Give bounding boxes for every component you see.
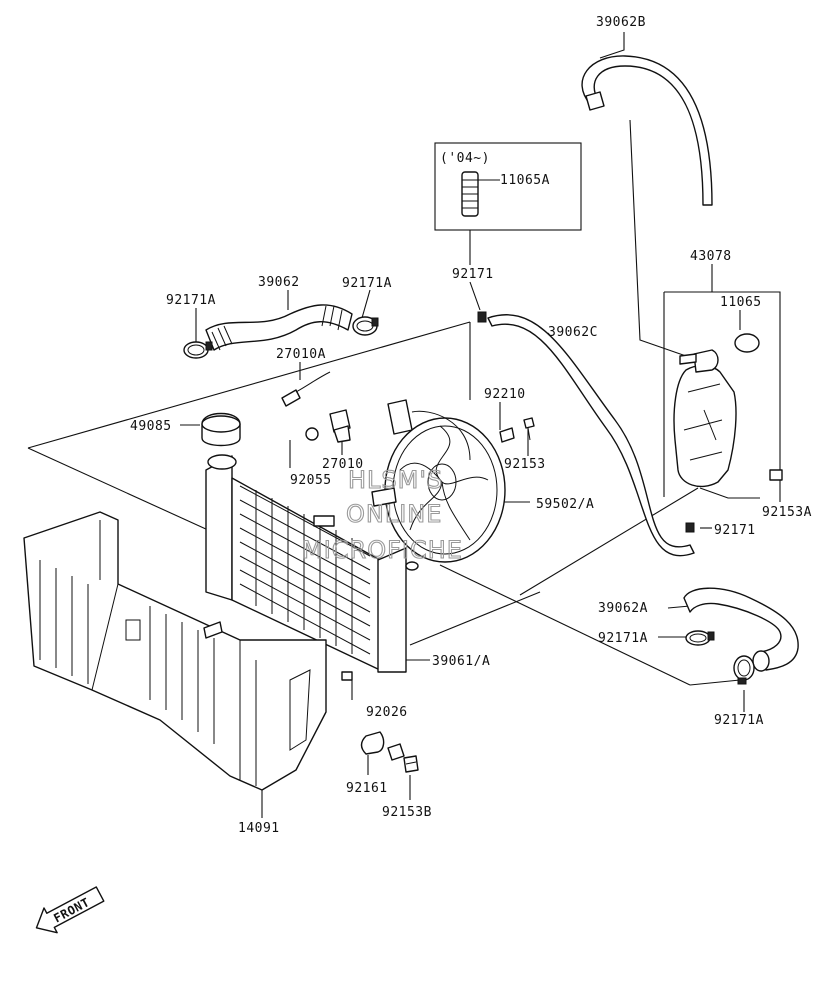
label-92153B: 92153B (382, 805, 432, 820)
label-39061A: 39061/A (432, 654, 490, 669)
label-92171-top: 92171 (452, 267, 494, 282)
shroud-14091 (23, 511, 327, 791)
label-27010A: 27010A (276, 347, 326, 362)
bolt-92153 (523, 417, 535, 441)
front-arrow-icon: FRONT (35, 886, 105, 934)
fan-59502A (371, 399, 506, 563)
label-92171A-bottom: 92171A (714, 713, 764, 728)
label-39062: 39062 (258, 275, 300, 290)
watermark-line-1: HLSM'S (348, 466, 443, 494)
watermark-line-2: ONLINE (346, 500, 442, 528)
clamp-92171A-bottom (733, 655, 755, 685)
label-11065: 11065 (720, 295, 762, 310)
label-92161: 92161 (346, 781, 388, 796)
radiator-cap-49085 (201, 412, 241, 447)
label-11065A: 11065A (500, 173, 550, 188)
label-27010: 27010 (322, 457, 364, 472)
clamp-92171A-mid (685, 630, 715, 646)
hose-39062A (683, 587, 799, 672)
label-92026: 92026 (366, 705, 408, 720)
label-39062A: 39062A (598, 601, 648, 616)
radiator-39061A (205, 454, 419, 681)
clamp-92171A-right (352, 316, 379, 336)
collar-92026 (387, 743, 405, 761)
label-92153: 92153 (504, 457, 546, 472)
hose-39062 (205, 304, 353, 351)
label-39062B: 39062B (596, 15, 646, 30)
label-92210: 92210 (484, 387, 526, 402)
label-39062C: 39062C (548, 325, 598, 340)
label-49085: 49085 (130, 419, 172, 434)
label-59502A: 59502/A (536, 497, 594, 512)
label-92171A-mid: 92171A (598, 631, 648, 646)
reservoir-tank-43078 (673, 333, 783, 488)
part-labels: 39062B ('04~) 11065A 92171 43078 11065 3… (130, 15, 812, 836)
leader-lines (27, 32, 781, 818)
label-92153A: 92153A (762, 505, 812, 520)
boot-11065A (461, 171, 479, 217)
sensor-27010A (281, 371, 331, 407)
watermark: HLSM'S ONLINE MICROFICHE (301, 465, 463, 564)
switch-27010 (329, 409, 351, 443)
label-14091: 14091 (238, 821, 280, 836)
watermark-line-3: MICROFICHE (302, 536, 463, 564)
label-92171A-left: 92171A (166, 293, 216, 308)
label-92171-right: 92171 (714, 523, 756, 538)
grommet-92161 (360, 731, 385, 755)
clamp-92171A-left (183, 341, 213, 359)
label-92171A-right: 92171A (342, 276, 392, 291)
label-92055: 92055 (290, 473, 332, 488)
clip-92210 (499, 427, 515, 443)
inset-box-04 (434, 142, 582, 231)
bolt-92153B (403, 755, 419, 773)
label-43078: 43078 (690, 249, 732, 264)
oring-92055 (305, 427, 319, 441)
hose-39062B (581, 55, 713, 206)
label-04-onward: ('04~) (440, 151, 490, 166)
hose-39062C (477, 311, 695, 557)
